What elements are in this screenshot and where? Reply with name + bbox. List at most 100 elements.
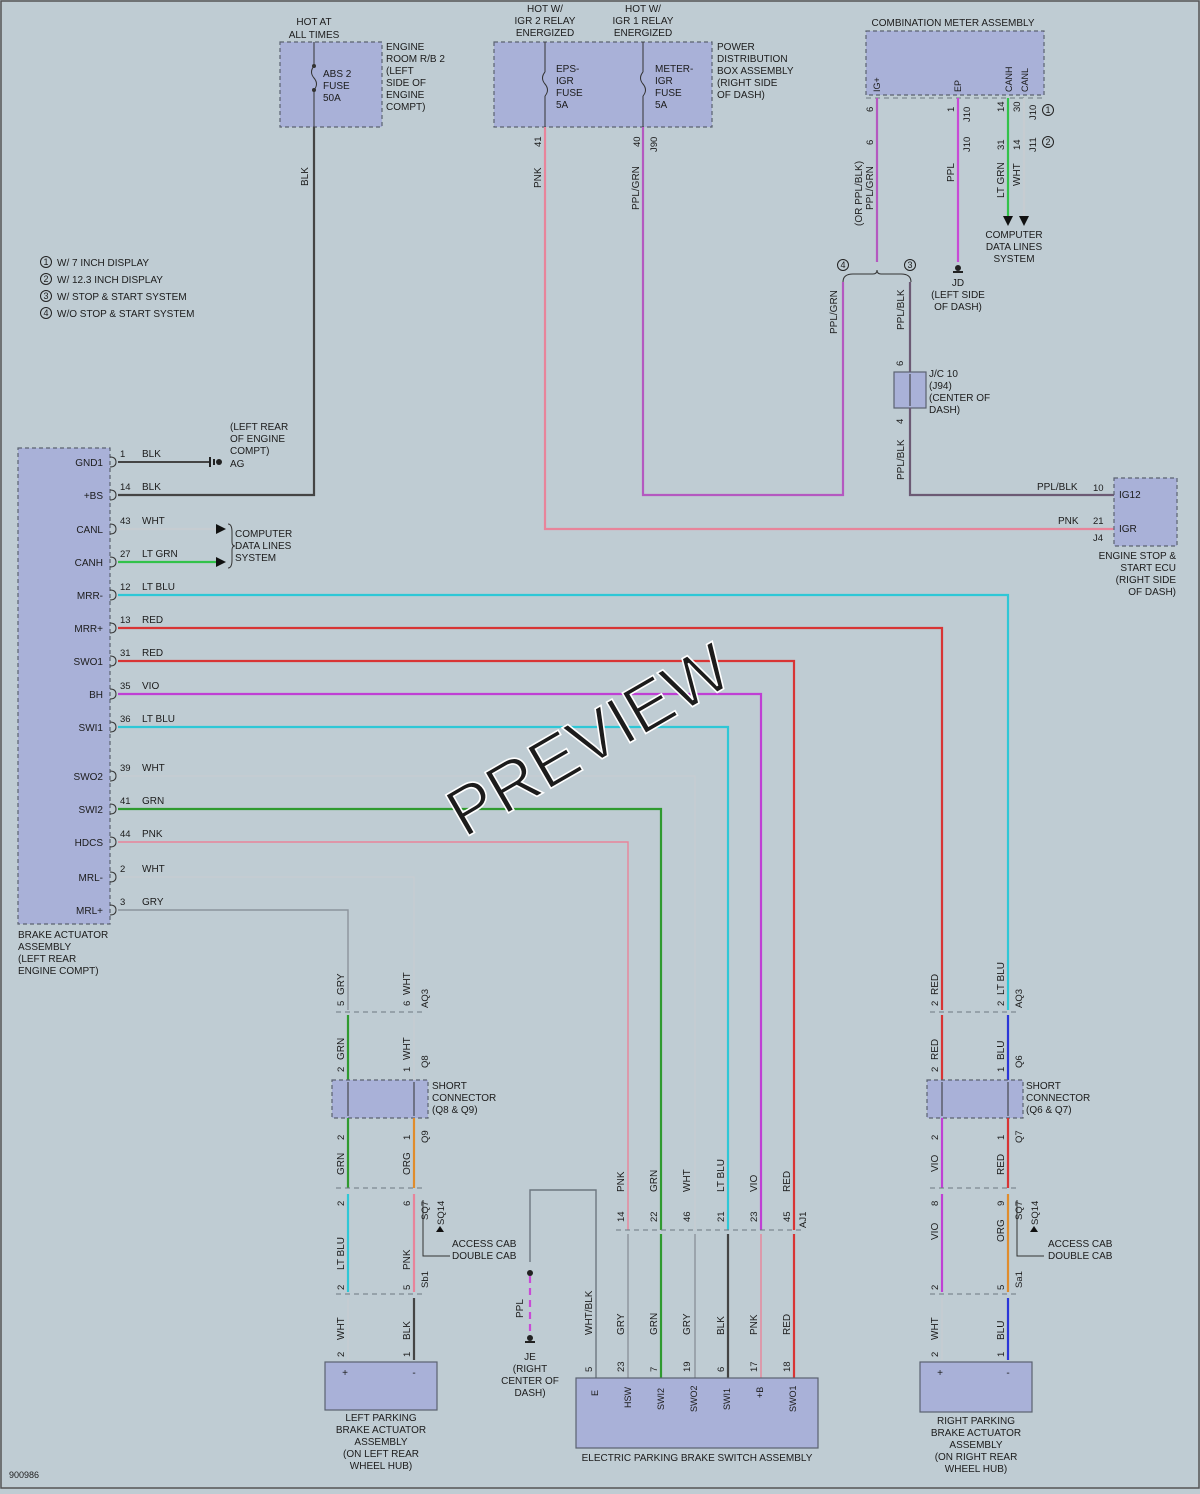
right-chain: 2 RED 2 LT BLU AQ3 RED 2 BLU 1 Q6 bbox=[930, 962, 1025, 1080]
power-dist-label: POWER DISTRIBUTION BOX ASSEMBLY (RIGHT S… bbox=[717, 42, 794, 101]
actuator-pin-terminal bbox=[109, 836, 117, 848]
actuator-pin-terminal bbox=[109, 622, 117, 634]
svg-text:PNK: PNK bbox=[616, 1171, 627, 1192]
svg-text:SQ14: SQ14 bbox=[1030, 1201, 1041, 1225]
actuator-pin-terminal bbox=[109, 721, 117, 733]
svg-text:WHT: WHT bbox=[930, 1317, 941, 1340]
pin-30: 30 bbox=[1012, 101, 1023, 112]
svg-text:ASSEMBLY: ASSEMBLY bbox=[949, 1440, 1002, 1451]
actuator-wire-color: RED bbox=[142, 615, 163, 626]
short-connector-right bbox=[926, 1079, 1024, 1119]
svg-text:OF DASH): OF DASH) bbox=[934, 302, 982, 313]
wire-label-pplblk-3: PPL/BLK bbox=[1037, 482, 1078, 493]
svg-text:ENGINE STOP &: ENGINE STOP & bbox=[1099, 551, 1177, 562]
actuator-pin-name: SWO2 bbox=[74, 772, 104, 783]
brake-actuator-label: BRAKE ACTUATOR ASSEMBLY (LEFT REAR ENGIN… bbox=[18, 930, 108, 977]
can-left bbox=[118, 523, 236, 569]
wire-label-or-pplblk: (OR PPL/BLK) bbox=[854, 161, 865, 226]
je-ground-label: JE (RIGHT CENTER OF DASH) bbox=[501, 1352, 559, 1399]
svg-text:OF ENGINE: OF ENGINE bbox=[230, 434, 285, 445]
hot-abs-2: ALL TIMES bbox=[289, 30, 340, 41]
pin-40: 40 bbox=[632, 136, 643, 147]
svg-text:VIO: VIO bbox=[930, 1155, 941, 1172]
pin-41: 41 bbox=[533, 136, 544, 147]
svg-text:4: 4 bbox=[840, 260, 845, 270]
actuator-pin-number: 27 bbox=[120, 549, 131, 560]
svg-text:1: 1 bbox=[402, 1352, 413, 1357]
svg-text:(LEFT SIDE: (LEFT SIDE bbox=[931, 290, 985, 301]
svg-text:6: 6 bbox=[402, 1001, 413, 1006]
actuator-wire-color: GRN bbox=[142, 796, 164, 807]
ecu-pin-ig12: IG12 bbox=[1119, 490, 1141, 501]
actuator-pin-terminal bbox=[109, 904, 117, 916]
left-pba-label: LEFT PARKING BRAKE ACTUATOR ASSEMBLY (ON… bbox=[336, 1413, 426, 1472]
svg-text:SQ7: SQ7 bbox=[1014, 1201, 1025, 1220]
actuator-pin-number: 35 bbox=[120, 681, 131, 692]
svg-text:CONNECTOR: CONNECTOR bbox=[1026, 1093, 1090, 1104]
actuator-pin-terminal bbox=[109, 556, 117, 568]
svg-text:19: 19 bbox=[682, 1361, 693, 1372]
svg-text:PNK: PNK bbox=[402, 1249, 413, 1270]
svg-text:DATA LINES: DATA LINES bbox=[986, 242, 1043, 253]
wire-eps-pnk bbox=[543, 127, 1116, 531]
svg-text:ORG: ORG bbox=[996, 1219, 1007, 1242]
legend: 1 W/ 7 INCH DISPLAY 2 W/ 12.3 INCH DISPL… bbox=[40, 256, 194, 320]
svg-text:START ECU: START ECU bbox=[1120, 563, 1176, 574]
svg-text:2: 2 bbox=[930, 1285, 941, 1290]
svg-text:BLK: BLK bbox=[402, 1321, 413, 1340]
access-cab-right: ACCESS CAB DOUBLE CAB bbox=[1048, 1239, 1113, 1262]
left-pba-minus: - bbox=[412, 1368, 415, 1379]
svg-text:(CENTER OF: (CENTER OF bbox=[929, 393, 990, 404]
ag-ground-label: (LEFT REAR OF ENGINE COMPT) AG bbox=[230, 422, 288, 470]
actuator-pin-name: MRR- bbox=[77, 591, 103, 602]
svg-text:6: 6 bbox=[716, 1367, 727, 1372]
svg-text:CANH: CANH bbox=[1004, 66, 1014, 92]
svg-text:22: 22 bbox=[649, 1211, 660, 1222]
svg-text:5A: 5A bbox=[556, 100, 569, 111]
svg-text:(ON RIGHT REAR: (ON RIGHT REAR bbox=[935, 1452, 1018, 1463]
svg-text:DATA LINES: DATA LINES bbox=[235, 541, 292, 552]
actuator-wire-color: LT GRN bbox=[142, 549, 178, 560]
left-pba-box bbox=[324, 1361, 438, 1411]
switch-lower-wires bbox=[529, 1189, 796, 1378]
svg-text:2: 2 bbox=[930, 1352, 941, 1357]
short-connector-right-internal bbox=[941, 1082, 1009, 1116]
svg-text:8: 8 bbox=[930, 1201, 941, 1206]
pin-e21: 21 bbox=[1093, 516, 1104, 527]
wire-label-pplgrn: PPL/GRN bbox=[631, 166, 642, 210]
wire-label-pnk-ecu: PNK bbox=[1058, 516, 1079, 527]
svg-text:(Q6 & Q7): (Q6 & Q7) bbox=[1026, 1105, 1072, 1116]
wire-mrr-plus bbox=[118, 626, 944, 1010]
actuator-pin-terminal bbox=[109, 489, 117, 501]
svg-text:2: 2 bbox=[336, 1285, 347, 1290]
pin-j10c: J10 bbox=[1028, 105, 1039, 120]
svg-text:4: 4 bbox=[43, 308, 48, 318]
svg-text:WHEEL HUB): WHEEL HUB) bbox=[945, 1464, 1007, 1475]
wire-mrl-plus bbox=[118, 909, 349, 1010]
abs-fuse bbox=[311, 42, 317, 127]
svg-text:WHT: WHT bbox=[402, 972, 413, 995]
engine-stop-ecu-label: ENGINE STOP & START ECU (RIGHT SIDE OF D… bbox=[1099, 551, 1177, 598]
pin-jc4: 4 bbox=[895, 419, 906, 424]
svg-text:JE: JE bbox=[524, 1352, 536, 1363]
svg-text:Q8: Q8 bbox=[420, 1055, 431, 1068]
eps-fuse-symbol bbox=[542, 42, 548, 127]
svg-text:(RIGHT SIDE: (RIGHT SIDE bbox=[717, 78, 778, 89]
svg-text:ENGINE COMPT): ENGINE COMPT) bbox=[18, 966, 99, 977]
svg-text:1: 1 bbox=[402, 1067, 413, 1072]
combination-meter-title: COMBINATION METER ASSEMBLY bbox=[872, 18, 1035, 29]
meter-fuse-label: METER- IGR FUSE 5A bbox=[655, 64, 693, 111]
svg-text:DASH): DASH) bbox=[929, 405, 960, 416]
jc10-label: J/C 10 (J94) (CENTER OF DASH) bbox=[929, 369, 990, 416]
svg-text:GRN: GRN bbox=[649, 1313, 660, 1335]
svg-text:46: 46 bbox=[682, 1211, 693, 1222]
svg-text:COMPUTER: COMPUTER bbox=[985, 230, 1042, 241]
short-connector-left-label: SHORT CONNECTOR (Q8 & Q9) bbox=[432, 1081, 496, 1116]
svg-text:2: 2 bbox=[336, 1201, 347, 1206]
svg-text:RIGHT PARKING: RIGHT PARKING bbox=[937, 1416, 1015, 1427]
svg-text:COMPT): COMPT) bbox=[230, 446, 269, 457]
hot-igr2-2: IGR 2 RELAY bbox=[515, 16, 576, 27]
svg-text:GRY: GRY bbox=[616, 1313, 627, 1335]
